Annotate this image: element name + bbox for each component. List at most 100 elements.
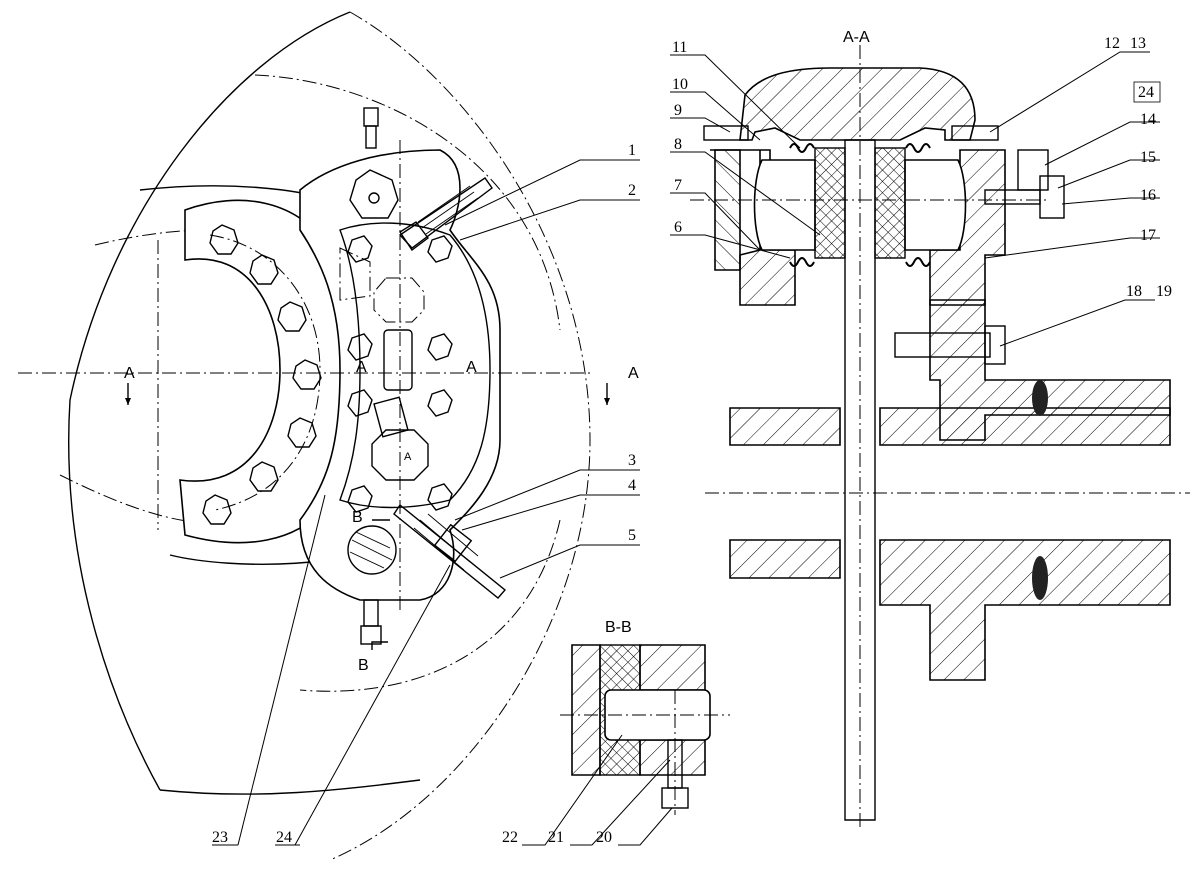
leader-15 <box>1057 159 1160 189</box>
leader-18-19 <box>999 299 1155 347</box>
section-b-b: B-B 22 21 20 <box>502 619 730 846</box>
o-ring-bottom <box>1032 556 1048 600</box>
label-13: 13 <box>1130 35 1146 52</box>
leader-10 <box>670 91 761 141</box>
label-20: 20 <box>596 829 612 846</box>
center-slot <box>383 329 413 391</box>
bolt-4 <box>292 359 322 390</box>
nut-3 <box>347 333 373 361</box>
piston-nuts <box>347 235 453 513</box>
flange-bolts <box>202 224 322 525</box>
leader-8 <box>670 151 821 236</box>
leader-9 <box>670 117 731 133</box>
wheel-outline <box>68 11 351 791</box>
left-cover <box>714 149 741 271</box>
mark-a-left: A <box>124 365 135 382</box>
lower-hex-nut <box>371 429 429 481</box>
mark-a-center: A <box>404 451 412 463</box>
left-piston <box>753 159 816 251</box>
label-2: 4 <box>628 477 636 494</box>
mark-b-top: B <box>352 509 363 526</box>
bb-right-bottom <box>639 739 706 776</box>
lower-bolt <box>347 525 397 575</box>
shaft-bottom-left <box>729 539 841 579</box>
nut-8 <box>427 483 453 511</box>
seals <box>789 143 931 267</box>
arrow-head-a-left <box>125 398 131 405</box>
mark-a-mid-right: A <box>466 359 477 376</box>
bolt-12 <box>951 125 999 141</box>
left-piston-outline <box>339 247 371 301</box>
leader-11 <box>670 54 801 149</box>
shaft-top-left <box>729 407 841 446</box>
bolt-18-head <box>984 325 1006 365</box>
label-6: 6 <box>674 219 682 236</box>
disc-outline-dashed <box>329 11 591 861</box>
top-bleed-screw-head <box>363 107 379 127</box>
label-24-left: 24 <box>276 829 292 846</box>
right-piston <box>904 159 967 251</box>
top-bleed-screw <box>365 125 377 149</box>
label-19: 19 <box>1156 283 1172 300</box>
label-24-right-box <box>1133 81 1161 103</box>
disc-inner-dashed-lower <box>299 519 561 692</box>
bolt-18 <box>894 332 991 358</box>
leader-7 <box>670 192 761 251</box>
top-nut-center <box>368 192 380 204</box>
bolt-5 <box>287 417 317 448</box>
front-view: A A A A A B B 1 2 3 4 5 23 24 <box>18 11 640 861</box>
leader-20 <box>618 807 673 846</box>
hub-bottom-edge <box>169 554 331 565</box>
lower-bolt-hatch <box>349 531 393 569</box>
label-10: 10 <box>672 76 688 93</box>
label-24-right: 24 <box>1138 84 1154 101</box>
label-15: 15 <box>1140 149 1156 166</box>
label-14: 14 <box>1140 111 1156 128</box>
leader-6 <box>670 234 791 259</box>
label-9: 9 <box>674 102 682 119</box>
bolt-2 <box>249 254 279 285</box>
label-16: 16 <box>1140 187 1156 204</box>
label-21: 21 <box>548 829 564 846</box>
nut-5 <box>347 389 373 417</box>
upper-piston-outline <box>373 277 425 323</box>
bb-left-wall <box>571 644 601 776</box>
lower-fitting <box>393 503 507 599</box>
label-23: 23 <box>212 829 228 846</box>
bb-right-top <box>639 644 706 691</box>
shaft-bottom-right <box>879 539 1171 681</box>
leader-1 <box>499 544 640 579</box>
bolt-6 <box>249 461 279 492</box>
bleed-screw-16 <box>984 189 1041 205</box>
nut-4 <box>427 333 453 361</box>
nut-6 <box>427 389 453 417</box>
o-ring-top <box>1032 380 1048 416</box>
label-18: 18 <box>1126 283 1142 300</box>
leader-22 <box>522 734 623 846</box>
section-arrow-b-bottom <box>371 641 388 650</box>
label-17: 17 <box>1140 227 1156 244</box>
bottom-bleed-screw-head <box>360 625 382 645</box>
lower-fitting-nut <box>433 523 473 563</box>
seal-bottom-right <box>905 257 931 267</box>
leader-14 <box>1044 121 1160 166</box>
middle-plug <box>373 396 409 438</box>
wheel-bottom <box>159 779 421 795</box>
leader-12-13 <box>989 51 1150 133</box>
section-a-a: A-A 11 10 9 8 7 6 12 13 24 14 15 16 17 1… <box>670 29 1190 830</box>
label-3: 3 <box>628 452 636 469</box>
label-1: 5 <box>628 527 636 544</box>
nut-2 <box>427 235 453 263</box>
leader-23 <box>237 494 326 846</box>
leader-16 <box>1061 197 1160 205</box>
leader-17 <box>984 237 1160 259</box>
bolt-7 <box>202 494 232 525</box>
leader-4 <box>459 199 640 241</box>
disc-inner-dashed <box>254 74 561 331</box>
shaft-top-right <box>879 407 1171 446</box>
bolt-circle <box>209 234 321 511</box>
nut-7 <box>347 485 373 513</box>
label-22: 22 <box>502 829 518 846</box>
leader-2 <box>461 494 640 531</box>
